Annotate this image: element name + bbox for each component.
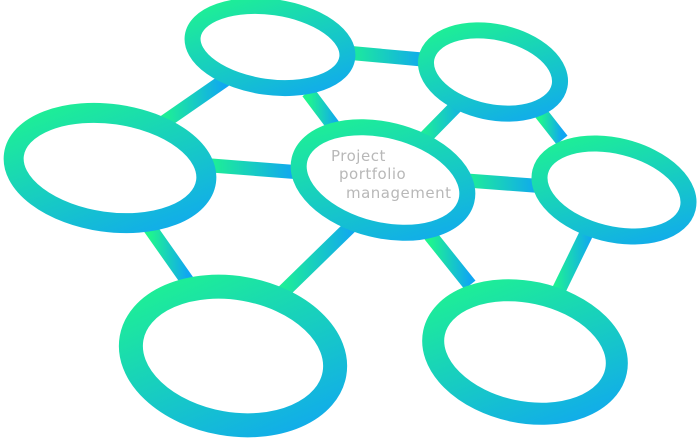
connector-top-right-right [534, 107, 568, 145]
center-label-line-3: management [346, 184, 451, 202]
center-label-line-2: portfolio [339, 165, 406, 183]
ring-right [531, 135, 697, 245]
connector-center-bottom-left [270, 216, 360, 306]
connector-top-left-left [156, 74, 229, 131]
ring-top-left [184, 0, 356, 97]
ring-center [290, 119, 476, 241]
ring-top-right [417, 22, 569, 122]
ring-bottom-right [422, 279, 628, 425]
ring-bottom-left [118, 274, 348, 438]
connector-left-center [204, 158, 296, 179]
rings [3, 0, 697, 438]
connector-center-bottom-right [424, 230, 476, 290]
connector-center-right [459, 173, 541, 193]
center-label-line-1: Project [331, 147, 386, 165]
connector-left-bottom-left [144, 223, 194, 287]
ring-left [3, 102, 217, 234]
